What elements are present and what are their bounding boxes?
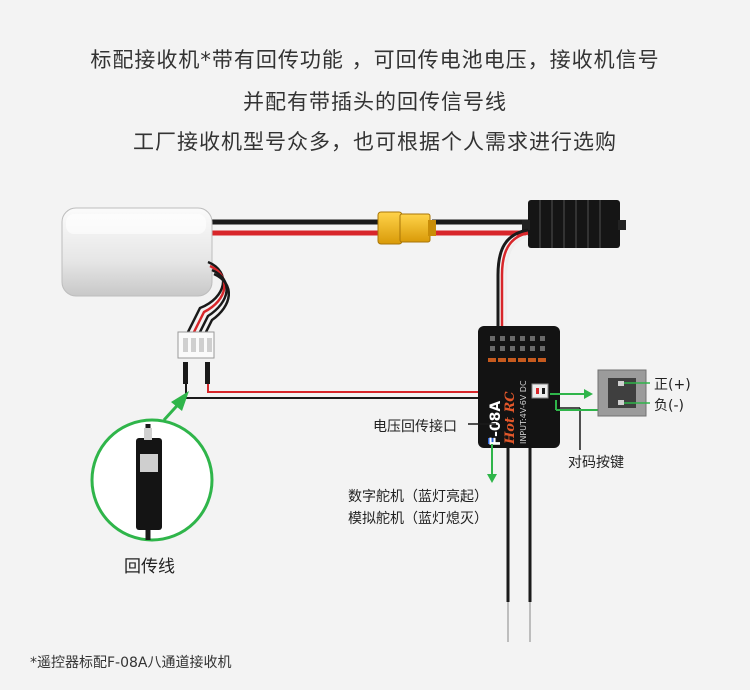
receiver-antennas xyxy=(506,448,532,642)
xt60-connector xyxy=(377,211,436,245)
esc-module xyxy=(522,200,626,248)
arrow-to-plug xyxy=(550,389,593,399)
heading-line-2: 并配有带插头的回传信号线 xyxy=(243,90,507,114)
arrow-servo-down xyxy=(487,444,497,483)
analog-servo-label: 模拟舵机（蓝灯熄灭） xyxy=(348,511,488,527)
negative-label: 负(-) xyxy=(654,398,684,414)
power-wires xyxy=(205,219,530,236)
receiver-body xyxy=(478,326,560,448)
voltage-port-label: 电压回传接口 xyxy=(373,419,457,435)
heading-line-3: 工厂接收机型号众多，也可根据个人需求进行选购 xyxy=(133,130,617,154)
digital-servo-label: 数字舵机（蓝灯亮起） xyxy=(348,489,488,505)
status-led xyxy=(488,438,494,444)
arrow-to-telemetry-wire xyxy=(162,391,189,422)
receiver-brand: Hot RC xyxy=(503,391,518,445)
telemetry-wire-label: 回传线 xyxy=(124,557,175,577)
positive-label: 正(+) xyxy=(654,377,691,393)
bind-button-pointer xyxy=(560,407,581,450)
footnote: *遥控器标配F-08A八通道接收机 xyxy=(30,655,232,671)
telemetry-wire-zoom xyxy=(90,418,214,542)
lipo-battery xyxy=(61,207,213,297)
esc-signal-wire xyxy=(496,228,529,332)
balance-lead xyxy=(186,260,231,333)
heading-line-1: 标配接收机*带有回传功能 ，可回传电池电压，接收机信号 xyxy=(90,48,660,72)
receiver-input-rating: INPUT:4V-6V DC xyxy=(519,380,528,444)
polarity-plug xyxy=(597,369,650,417)
bind-button-label: 对码按键 xyxy=(568,455,624,471)
balance-connector xyxy=(177,331,215,359)
